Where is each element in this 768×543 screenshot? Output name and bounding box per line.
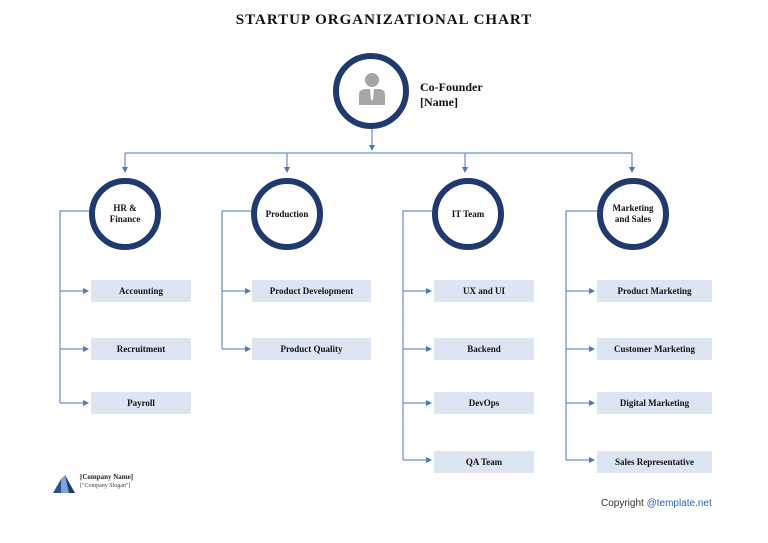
role-box: UX and UI	[434, 280, 534, 302]
dept-label: Marketing and Sales	[612, 203, 654, 224]
role-box: Product Quality	[252, 338, 371, 360]
role-box: Backend	[434, 338, 534, 360]
founder-label: Co-Founder [Name]	[420, 80, 483, 110]
founder-role: Co-Founder	[420, 80, 483, 94]
founder-name: [Name]	[420, 95, 458, 109]
role-box: Customer Marketing	[597, 338, 712, 360]
role-box: QA Team	[434, 451, 534, 473]
role-box: Product Development	[252, 280, 371, 302]
company-logo-icon	[53, 475, 75, 493]
dept-label: HR & Finance	[109, 203, 141, 224]
role-box: Recruitment	[91, 338, 191, 360]
person-avatar-icon	[359, 71, 385, 105]
company-slogan: ["Company Slogan"]	[80, 483, 131, 489]
dept-it-team: IT Team	[432, 178, 504, 250]
dept-label: Production	[265, 208, 309, 219]
role-box: Payroll	[91, 392, 191, 414]
role-box: DevOps	[434, 392, 534, 414]
template-link[interactable]: @template.net	[646, 498, 712, 509]
dept-label: IT Team	[451, 208, 485, 219]
role-box: Product Marketing	[597, 280, 712, 302]
role-box: Digital Marketing	[597, 392, 712, 414]
chart-title: STARTUP ORGANIZATIONAL CHART	[235, 12, 533, 28]
role-box: Sales Representative	[597, 451, 712, 473]
dept-hr-finance: HR & Finance	[89, 178, 161, 250]
copyright-notice: Copyright @template.net	[601, 498, 712, 509]
dept-production: Production	[251, 178, 323, 250]
dept-marketing-sales: Marketing and Sales	[597, 178, 669, 250]
copyright-prefix: Copyright	[601, 498, 647, 509]
company-name: [Company Name]	[80, 473, 134, 481]
role-box: Accounting	[91, 280, 191, 302]
